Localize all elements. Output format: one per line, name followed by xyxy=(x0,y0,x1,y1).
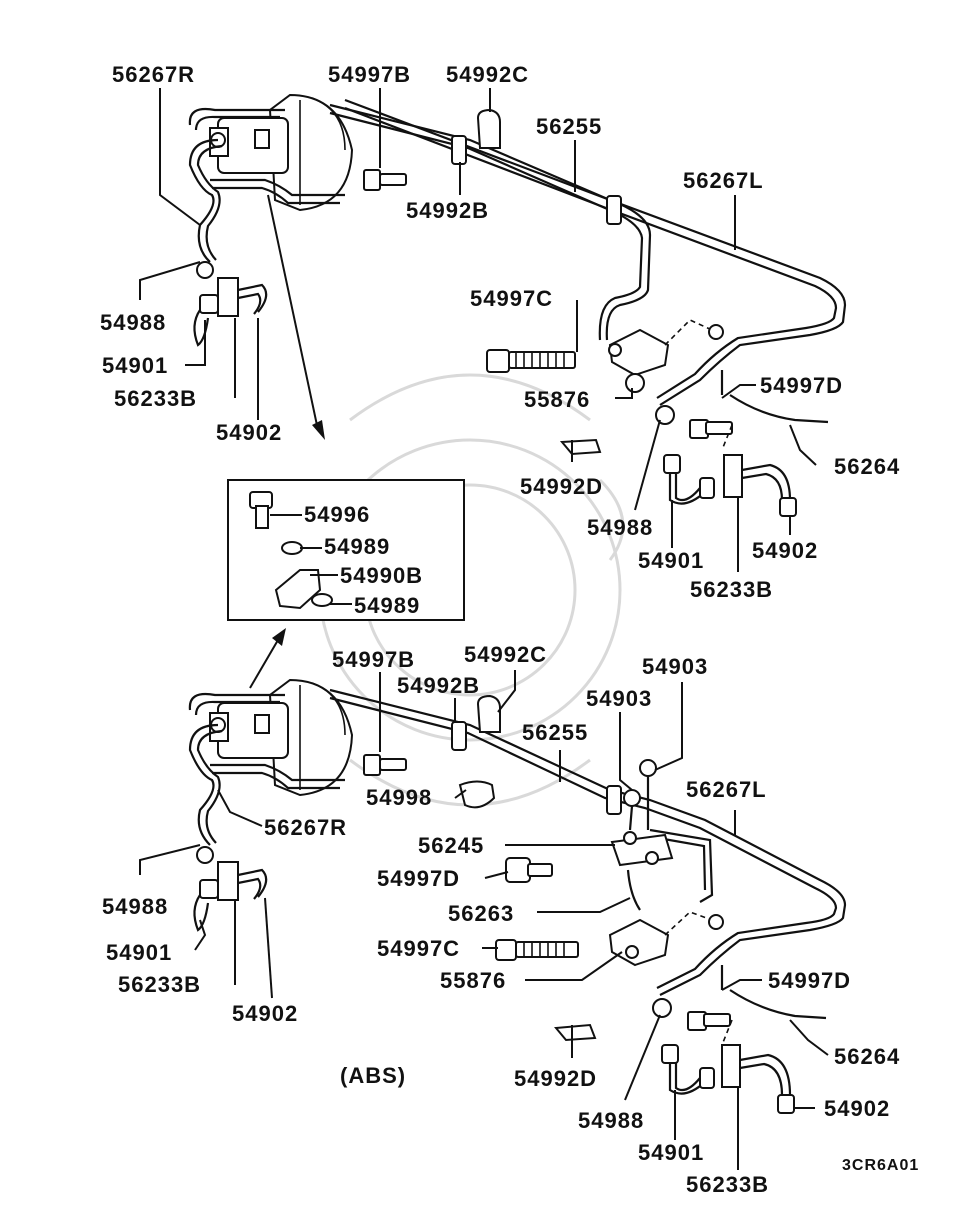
label-56255-upper: 56255 xyxy=(536,114,602,139)
label-56267r-lower: 56267R xyxy=(264,815,347,840)
label-54998: 54998 xyxy=(366,785,432,810)
bracket-56245 xyxy=(610,833,674,867)
label-56233b-lower-left: 56233B xyxy=(118,972,201,997)
clamp-54992b-upper xyxy=(451,135,467,165)
label-54901-lower-left: 54901 xyxy=(106,940,172,965)
label-54992b-upper: 54992B xyxy=(406,198,489,223)
label-56267l-upper: 56267L xyxy=(683,168,764,193)
label-54902-lower-left: 54902 xyxy=(232,1001,298,1026)
label-54997d-lower-right: 54997D xyxy=(768,968,851,993)
label-54902-upper-left: 54902 xyxy=(216,420,282,445)
label-54990b: 54990B xyxy=(340,563,423,588)
clamp-54992b-lower xyxy=(451,721,467,751)
bolt-54997d-lower xyxy=(505,857,553,883)
label-56233b-upper-left: 56233B xyxy=(114,386,197,411)
mounting-hardware-inset xyxy=(227,479,465,689)
label-54992d-lower: 54992D xyxy=(514,1066,597,1091)
label-54988-upper-left: 54988 xyxy=(100,310,166,335)
lower-labels: 54997B 54992C 54903 54992B 54903 56255 5… xyxy=(102,642,919,1197)
figure-code: 3CR6A01 xyxy=(842,1157,919,1174)
inset-labels: 54996 54989 54990B 54989 xyxy=(304,502,423,618)
brake-tube-56255 xyxy=(329,103,652,341)
label-56264-upper: 56264 xyxy=(834,454,900,479)
upper-labels: 56267R 54997B 54992C 56255 56267L 54992B… xyxy=(100,62,900,602)
label-54992c-lower: 54992C xyxy=(464,642,547,667)
label-54901-lower-right: 54901 xyxy=(638,1140,704,1165)
label-54903-lower-b: 54903 xyxy=(586,686,652,711)
label-56233b-upper-right: 56233B xyxy=(690,577,773,602)
lower-assembly-abs xyxy=(188,678,847,1114)
bolt-54997b-upper xyxy=(363,169,407,191)
label-54903-lower-a: 54903 xyxy=(642,654,708,679)
label-54997b-lower: 54997B xyxy=(332,647,415,672)
label-56233b-lower-right: 56233B xyxy=(686,1172,769,1197)
clip-54992d-lower xyxy=(554,1023,597,1042)
label-55876-lower: 55876 xyxy=(440,968,506,993)
label-54997c-lower: 54997C xyxy=(377,936,460,961)
label-54989-b: 54989 xyxy=(354,593,420,618)
label-54992d-upper: 54992D xyxy=(520,474,603,499)
label-54988-lower-left: 54988 xyxy=(102,894,168,919)
label-54992c-upper: 54992C xyxy=(446,62,529,87)
label-54997d-lower-left: 54997D xyxy=(377,866,460,891)
bracket-56233b-lower-right xyxy=(721,1044,741,1088)
label-54989-a: 54989 xyxy=(324,534,390,559)
clip-54992c-lower xyxy=(476,694,501,733)
clip-54998 xyxy=(458,780,496,809)
bracket-56233b-lower-left xyxy=(217,861,239,901)
label-54992b-lower: 54992B xyxy=(397,673,480,698)
clip-54992c-upper xyxy=(476,108,501,149)
washer-54989-a xyxy=(281,541,303,555)
proportioning-valve-55876-lower xyxy=(608,918,670,967)
upper-assembly xyxy=(188,93,847,517)
bolt-54997c-lower xyxy=(495,939,579,961)
label-54996: 54996 xyxy=(304,502,370,527)
label-55876-upper: 55876 xyxy=(524,387,590,412)
label-56267l-lower: 56267L xyxy=(686,777,767,802)
abs-caption: (ABS) xyxy=(340,1063,406,1088)
label-54997b-upper: 54997B xyxy=(328,62,411,87)
proportioning-valve-55876-upper xyxy=(608,328,670,393)
bracket-54990b xyxy=(274,569,322,610)
label-54997d-upper: 54997D xyxy=(760,373,843,398)
label-56263: 56263 xyxy=(448,901,514,926)
bolt-54997b-lower xyxy=(363,754,407,776)
bolt-54996 xyxy=(249,491,273,529)
label-54902-lower-right: 54902 xyxy=(824,1096,890,1121)
label-56255-lower: 56255 xyxy=(522,720,588,745)
bracket-56233b-upper-left xyxy=(217,277,239,317)
bolt-54997c-upper xyxy=(486,349,576,373)
label-56264-lower: 56264 xyxy=(834,1044,900,1069)
label-56267r-upper: 56267R xyxy=(112,62,195,87)
washer-54989-b xyxy=(311,593,333,607)
brake-tube-56267l xyxy=(344,98,847,406)
label-54997c-upper: 54997C xyxy=(470,286,553,311)
bolt-54997d-lower-b xyxy=(687,1011,731,1031)
label-54901-upper-right: 54901 xyxy=(638,548,704,573)
label-56245: 56245 xyxy=(418,833,484,858)
label-54902-upper-right: 54902 xyxy=(752,538,818,563)
bolt-54997d-upper-a xyxy=(689,419,733,439)
label-54988-lower-right: 54988 xyxy=(578,1108,644,1133)
label-54901-upper-left: 54901 xyxy=(102,353,168,378)
clip-54992d-upper xyxy=(559,438,602,456)
brake-tube-56267r xyxy=(188,138,219,263)
label-54988-upper-right: 54988 xyxy=(587,515,653,540)
bracket-56233b-upper-right xyxy=(723,454,743,498)
leader-lines xyxy=(139,88,829,1170)
